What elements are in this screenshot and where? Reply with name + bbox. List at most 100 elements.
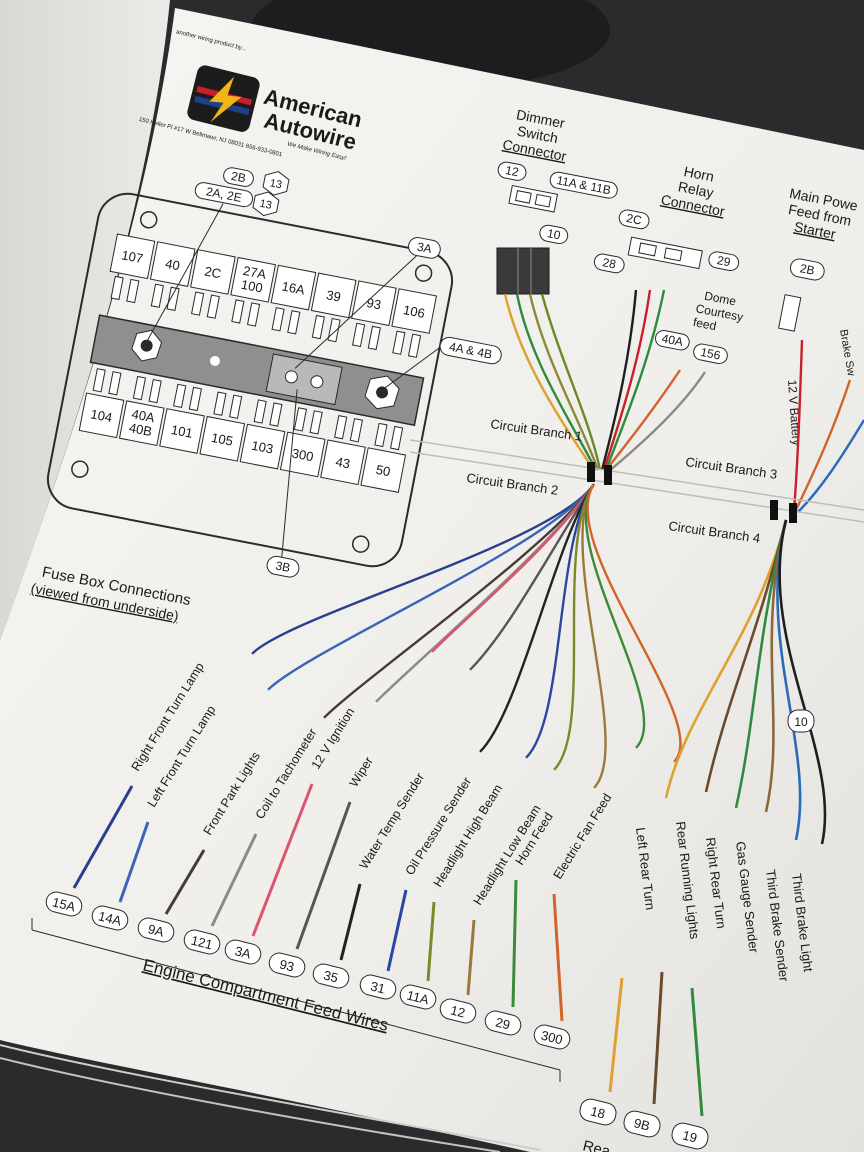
terminal-block [265,353,343,406]
rear-wire-group [608,519,827,1117]
engine-wire [431,483,595,653]
fuse-cell: 104 [78,368,125,439]
fuse-cell: 39 [310,272,357,343]
svg-text:2B: 2B [230,169,247,186]
fuse-slot [367,325,381,351]
engine-wire [323,483,595,719]
engine-wire [584,483,646,749]
splice-marker [587,462,595,482]
engine-wire-tag: 93 [268,952,306,978]
fuse-slot [110,275,124,301]
fuse-slot [191,291,205,316]
fuse-slot [334,415,348,440]
fuse-cell: 50 [360,422,407,493]
terminal-screw-icon [284,370,298,384]
engine-wire-stub [339,883,362,961]
tag-13-hex: 13 [262,171,290,196]
fuse-slot [166,286,180,311]
engine-wire-tag: 29 [484,1010,522,1036]
rear-wire-stub [652,971,664,1105]
fuse-slot [271,307,285,332]
fuse-number: 16A [281,279,307,298]
engine-wire-tag: 15A [45,891,83,917]
engine-wire-stub [210,833,258,927]
engine-wire-stub [466,919,476,996]
fuse-number: 50 [375,462,392,479]
mount-hole-icon [351,535,370,553]
tag-2b: 2B [223,167,254,187]
callout-line [281,389,298,558]
engine-wire-stub [295,801,352,950]
harness-wire [503,293,595,471]
fuse-slot [213,391,227,416]
fuse-slot [231,299,245,324]
bus-hole-icon [209,355,220,366]
edge-tag-10: 10 [787,709,815,733]
callout-line [294,255,418,369]
engine-wire [525,483,595,759]
mount-hole-icon [139,210,158,229]
engine-wire-tag: 3A [224,939,262,965]
fuse-number: 40B [128,420,154,439]
branch-line [409,439,864,511]
fuse-slot [407,333,422,358]
fuse-slot [229,394,243,419]
tag-3b: 3B [266,555,300,578]
fuse-cell: 105 [199,391,246,462]
fuse-cell: 43 [320,415,366,486]
engine-wire [581,483,607,789]
pin-tag: 2C [625,211,643,228]
fuse-number: 27A [242,263,268,282]
stud-icon [140,339,153,352]
svg-text:3B: 3B [274,558,291,575]
svg-text:12: 12 [449,1002,467,1020]
rear-wire [664,519,788,799]
fuse-cell: 93 [351,280,397,351]
svg-text:13: 13 [259,198,273,212]
svg-text:3A: 3A [233,943,252,961]
fuse-slot [148,378,162,404]
engine-wire-stub [552,893,564,1022]
svg-text:14A: 14A [97,908,123,928]
tag-4a-4b: 4A & 4B [439,336,502,365]
fuse-cell: 2C [190,249,236,319]
svg-text:15A: 15A [51,894,77,914]
fuse-box-outline [46,192,454,568]
svg-text:3A: 3A [416,240,433,257]
engine-wire [469,483,595,671]
brand-logo-icon [187,65,260,132]
svg-text:35: 35 [322,967,340,985]
rear-wire-tag: 19 [671,1122,709,1150]
splice-marker [604,465,612,485]
fuse-number: 101 [170,422,194,441]
rear-wire-tag: 9B [623,1110,661,1138]
svg-text:29: 29 [494,1014,512,1032]
svg-text:18: 18 [589,1103,607,1121]
pin-tag: 2B [799,261,816,278]
dimmer-plug-body [496,247,550,295]
harness-wire [602,289,652,471]
svg-text:Dome: Dome [703,289,737,309]
engine-wire-tag: 14A [91,905,129,931]
fuse-slot [173,383,187,409]
bracket-line [31,929,561,1071]
bus-bar [89,314,425,427]
callout-line [384,347,440,389]
svg-text:93: 93 [278,956,296,974]
fuse-number: 103 [250,438,274,457]
harness-wire [528,293,600,471]
fuse-number: 100 [240,277,264,296]
engine-wire-tag: 9A [137,917,175,943]
fuse-slot [349,418,363,443]
fuse-slot [311,314,325,340]
engine-wire-tag: 31 [359,974,397,1000]
svg-text:300: 300 [540,1028,565,1048]
fuse-slot [269,402,283,427]
svg-text:9B: 9B [632,1115,651,1133]
svg-text:31: 31 [369,978,387,996]
fuse-number: 39 [325,287,342,304]
harness-wire [605,369,681,471]
